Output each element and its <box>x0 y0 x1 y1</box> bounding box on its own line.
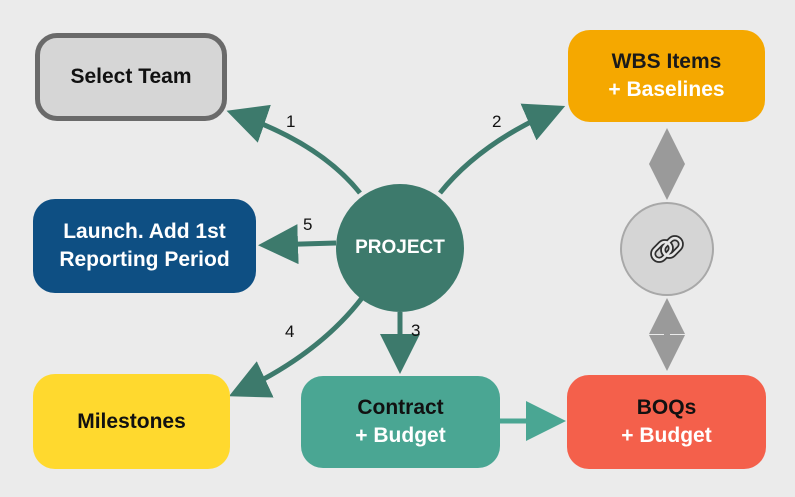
step-number-2: 2 <box>492 112 502 131</box>
project-node: PROJECT <box>336 184 464 312</box>
boqs-label: BOQs <box>636 396 697 419</box>
wbs-items-label: WBS Items <box>611 50 722 73</box>
arrow-to-wbs-items <box>438 103 566 195</box>
step-number-1: 1 <box>286 112 296 131</box>
arrow-to-select-team <box>226 104 362 195</box>
arrow-to-launch <box>258 224 337 265</box>
launch-box: Launch. Add 1st Reporting Period <box>33 199 256 293</box>
select-team-label: Select Team <box>70 65 192 88</box>
project-label: PROJECT <box>355 237 445 258</box>
select-team-box: Select Team <box>35 33 227 121</box>
contract-budget-label: + Budget <box>355 424 446 447</box>
milestones-label: Milestones <box>77 409 186 433</box>
wbs-items-box: WBS Items + Baselines <box>568 30 765 122</box>
chain-link-icon <box>650 235 684 263</box>
wbs-baselines-label: + Baselines <box>608 78 725 101</box>
step-number-3: 3 <box>411 321 421 340</box>
contract-label: Contract <box>357 396 444 419</box>
boqs-box: BOQs + Budget <box>567 375 766 469</box>
arrow-to-milestones <box>228 296 364 398</box>
reporting-period-label: Reporting Period <box>59 248 230 271</box>
launch-label: Launch. Add 1st <box>63 220 226 243</box>
contract-box: Contract + Budget <box>301 376 500 468</box>
step-number-4: 4 <box>285 322 295 341</box>
milestones-box: Milestones <box>33 374 230 469</box>
boqs-budget-label: + Budget <box>621 424 712 447</box>
step-number-5: 5 <box>303 215 313 234</box>
link-node <box>620 202 714 296</box>
